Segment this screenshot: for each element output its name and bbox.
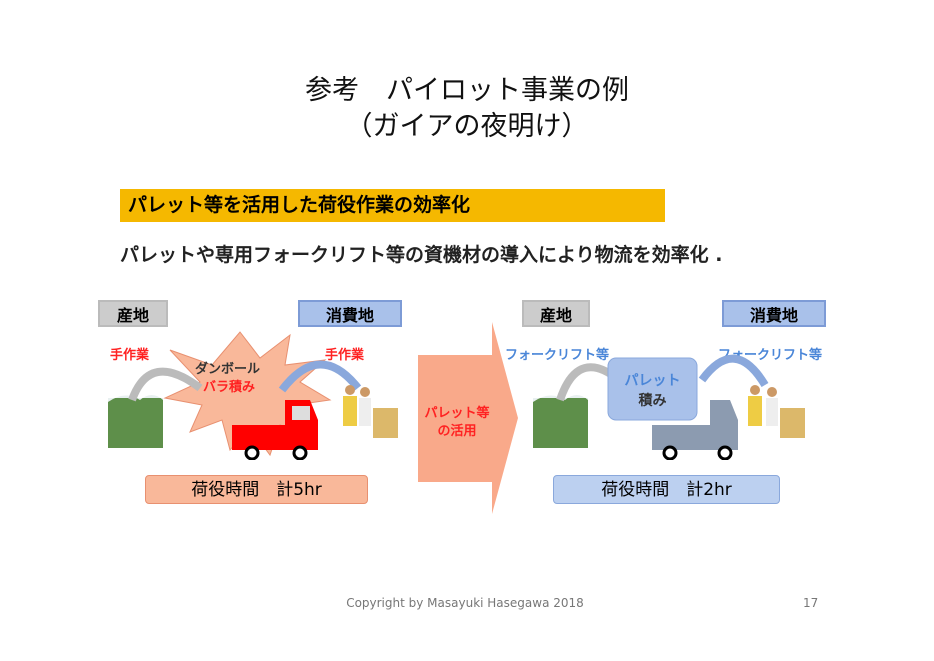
burst-text-1: ダンボール	[195, 362, 261, 377]
section-banner: パレット等を活用した荷役作業の効率化	[120, 189, 665, 222]
arrow-text-1: パレット等	[424, 406, 490, 421]
summary-text: パレットや専用フォークリフト等の資機材の導入により物流を効率化 .	[120, 244, 723, 266]
after-illustration	[533, 354, 805, 460]
field-icon	[108, 395, 163, 448]
field-icon	[533, 395, 588, 448]
arrow-right-icon	[698, 354, 769, 388]
red-truck-icon	[232, 400, 318, 460]
people-icon	[343, 385, 398, 438]
transition-arrow-icon	[418, 322, 518, 514]
after-method-left: フォークリフト等	[505, 348, 610, 363]
after-destination-label: 消費地	[722, 300, 826, 327]
arrow-right-icon	[278, 360, 362, 393]
before-method-left: 手作業	[110, 348, 150, 363]
before-destination-label: 消費地	[298, 300, 402, 327]
slide-title: 参考 パイロット事業の例	[305, 75, 629, 106]
pallet-text-1: パレット	[624, 373, 681, 389]
before-origin-label: 産地	[98, 300, 168, 327]
pallet-box	[607, 357, 698, 421]
burst-text-2: バラ積み	[203, 380, 256, 395]
pallet-text-2: 積み	[638, 393, 667, 409]
arrow-left-icon	[128, 367, 203, 402]
before-time: 荷役時間 計5hr	[145, 475, 368, 504]
copyright: Copyright by Masayuki Hasegawa 2018	[346, 596, 584, 610]
people-icon	[748, 385, 805, 438]
gray-truck-icon	[652, 400, 738, 460]
arrow-text-2: の活用	[437, 424, 477, 439]
before-illustration	[108, 331, 398, 460]
after-time: 荷役時間 計2hr	[553, 475, 780, 504]
slide-subtitle: （ガイアの夜明け）	[345, 111, 589, 142]
page-number: 17	[803, 596, 819, 610]
after-origin-label: 産地	[522, 300, 590, 327]
before-method-right: 手作業	[325, 348, 365, 363]
